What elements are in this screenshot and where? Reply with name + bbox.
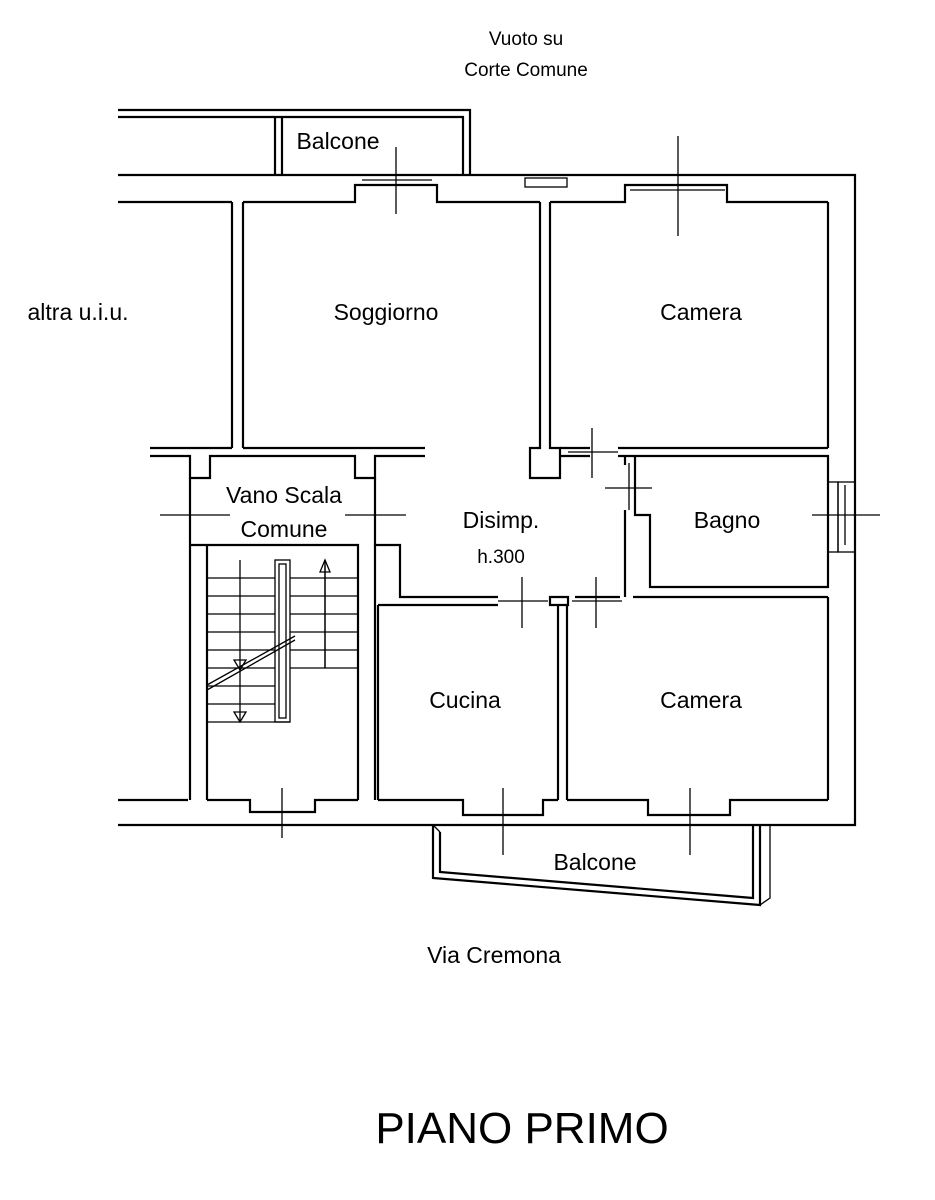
bedroom-top-label: Camera [660,299,742,325]
bottom-balcony [431,824,771,907]
ceiling-height-label: h.300 [477,547,525,568]
hallway-label: Disimp. [463,507,540,533]
living-room-label: Soggiorno [334,299,439,325]
stair-treads [206,558,358,724]
interior-walls [548,446,856,800]
stair-label-line1: Vano Scala [226,482,342,508]
other-unit-label: altra u.i.u. [28,299,129,325]
stair-label-line2: Comune [241,516,328,542]
floor-title: PIANO PRIMO [375,1104,668,1153]
bedroom-bottom-label: Camera [660,687,742,713]
opening-markers [160,136,880,855]
bathroom-label: Bagno [694,507,761,533]
stair-core [188,478,498,800]
street-label: Via Cremona [427,942,561,968]
top-balcony [118,108,568,188]
balcony-top-label: Balcone [296,128,379,154]
living-room-walls [150,202,562,480]
kitchen-label: Cucina [429,687,501,713]
balcony-bottom-label: Balcone [553,849,636,875]
courtyard-label-line2: Corte Comune [464,60,588,81]
courtyard-label-line1: Vuoto su [489,29,563,50]
